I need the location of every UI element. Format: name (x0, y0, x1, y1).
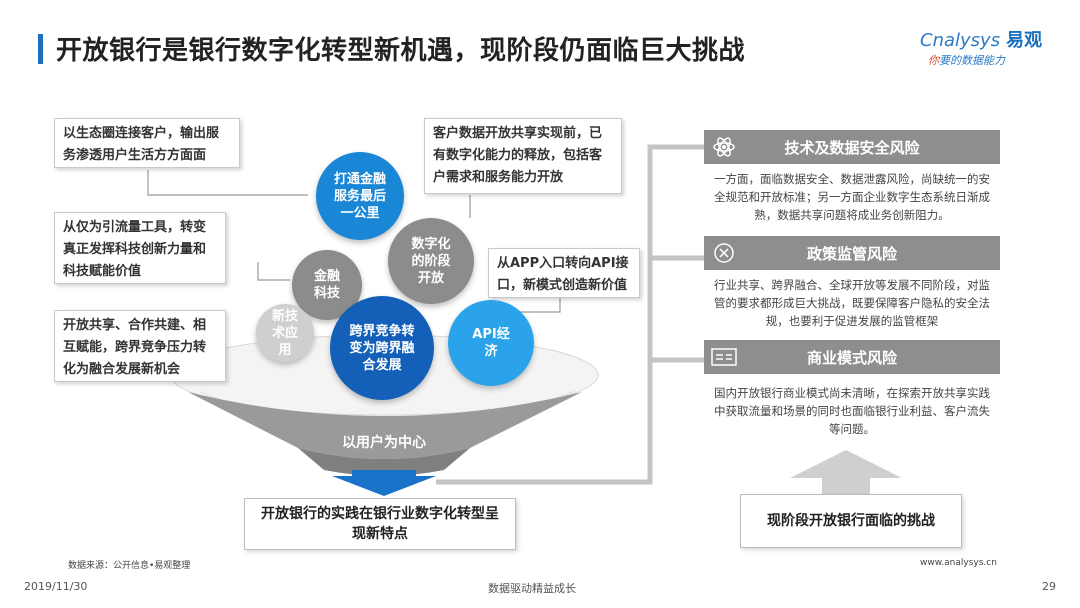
circle-crossover: 跨界竞争转变为跨界融合发展 (330, 296, 434, 400)
callout-ecosystem: 以生态圈连接客户，输出服务渗透用户生活方方面面 (54, 118, 240, 168)
pointer-api (520, 298, 561, 313)
callout-api: 从APP入口转向API接口，新模式创造新价值 (488, 248, 640, 298)
logo-brand-cn: 易观 (1006, 30, 1043, 51)
funnel-body (188, 392, 582, 459)
challenge-box-label: 现阶段开放银行面临的挑战 (767, 513, 935, 529)
risk-title-policy: 政策监管风险 (806, 244, 897, 263)
pointer-tech (257, 262, 290, 281)
result-box: 开放银行的实践在银行业数字化转型呈现新特点 (244, 498, 516, 550)
risk-text-business: 国内开放银行商业模式尚未清晰，在探索开放共享实践中获取流量和场景的同时也面临银行… (714, 386, 990, 436)
circle-fintech-label: 金融科技 (313, 269, 340, 301)
circle-digital: 数字化的阶段开放 (388, 218, 474, 304)
risk-header-business: 商业模式风险 (704, 340, 1000, 374)
circle-digital-label: 数字化的阶段开放 (411, 236, 451, 286)
risk-title-business: 商业模式风险 (806, 348, 897, 367)
circle-api: API经济 (448, 300, 534, 386)
callout-cooperation: 开放共享、合作共建、相互赋能，跨界竞争压力转化为融合发展新机会 (54, 310, 226, 382)
risk-header-policy: 政策监管风险 (704, 236, 1000, 270)
risk-title-tech: 技术及数据安全风险 (784, 138, 920, 157)
footer-source: 数据来源：公开信息•易观整理 (68, 561, 191, 571)
title-accent-bar (38, 34, 43, 64)
down-arrow-icon (332, 470, 436, 496)
atom-icon (704, 130, 744, 164)
funnel-label: 以用户为中心 (342, 435, 426, 451)
logo-brand-en: nalysys (932, 30, 1001, 51)
logo-prefix: C (920, 30, 933, 51)
circle-new-tech-label: 新技术应用 (271, 308, 298, 358)
connector-line-top (520, 144, 704, 485)
risk-text-tech: 一方面，面临数据安全、数据泄露风险，尚缺统一的安全规范和开放标准；另一方面企业数… (714, 172, 990, 222)
circle-crossover-label: 跨界竞争转变为跨界融合发展 (349, 323, 415, 373)
logo-tagline-red: 你 (928, 54, 939, 67)
page-title: 开放银行是银行数字化转型新机遇，现阶段仍面临巨大挑战 (56, 36, 746, 66)
circle-last-mile-label: 打通金融服务最后一公里 (333, 171, 386, 221)
page-number: 29 (1042, 580, 1056, 593)
footer-slogan: 数据驱动精益成长 (488, 582, 576, 595)
risk-header-tech: 技术及数据安全风险 (704, 130, 1000, 164)
callout-tech: 从仅为引流量工具，转变真正发挥科技创新力量和科技赋能价值 (54, 212, 226, 284)
risk-text-policy: 行业共享、跨界融合、全球开放等发展不同阶段，对监管的要求都形成巨大挑战，既要保障… (714, 278, 990, 328)
up-arrow-icon (790, 450, 902, 494)
funnel-neck (298, 448, 470, 476)
logo-tagline: 你要的数据能力 (928, 52, 1005, 68)
result-box-label: 开放银行的实践在银行业数字化转型呈现新特点 (261, 506, 499, 542)
circle-new-tech: 新技术应用 (256, 304, 314, 362)
circle-api-label: API经济 (472, 327, 510, 359)
pointer-ecosystem (147, 170, 308, 196)
card-icon (704, 340, 744, 374)
challenge-box: 现阶段开放银行面临的挑战 (740, 494, 962, 548)
policy-icon (704, 236, 744, 270)
logo-tagline-rest: 要的数据能力 (939, 54, 1005, 67)
footer-date: 2019/11/30 (24, 580, 88, 593)
footer-url: www.analysys.cn (920, 558, 997, 568)
circle-last-mile: 打通金融服务最后一公里 (316, 152, 404, 240)
callout-data: 客户数据开放共享实现前，已有数字化能力的释放，包括客户需求和服务能力开放 (424, 118, 622, 194)
